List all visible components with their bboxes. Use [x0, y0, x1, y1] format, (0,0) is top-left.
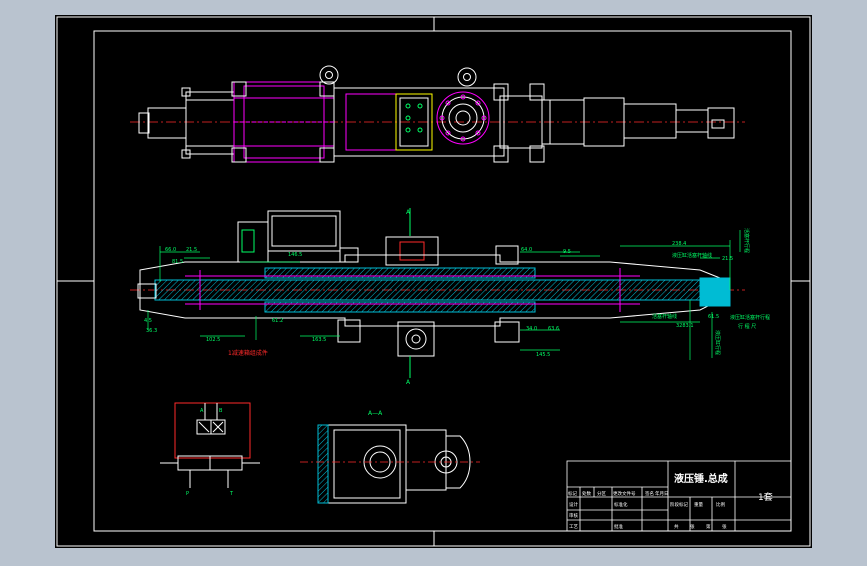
dim-34: 34.0	[526, 326, 537, 332]
section-mark-bottom: A	[406, 379, 411, 386]
section-a-a-view	[300, 424, 480, 504]
dim-64: 64.0	[521, 247, 532, 253]
dim-102-5: 102.5	[206, 337, 220, 343]
tb-header-1: 处数	[582, 490, 591, 497]
drawing-quantity: 1套	[758, 491, 773, 503]
tb-header-3: 更改文件号	[613, 490, 636, 497]
hydraulic-schematic	[160, 402, 260, 488]
dim-61-5: 61.5	[708, 314, 719, 320]
section-mark-top: A	[406, 209, 411, 216]
dim-36-3: 36.3	[146, 328, 157, 334]
top-view-details	[234, 94, 487, 142]
dim-21-5b: 21.5	[722, 256, 733, 262]
tb-sheet-0: 共	[674, 523, 679, 530]
tb-stage: 阶段标记	[670, 501, 688, 508]
tb-sheet-1: 张	[690, 523, 695, 530]
dim-238-4: 238.4	[672, 241, 686, 247]
tb-weight: 重量	[694, 501, 703, 508]
dimension-lines	[147, 230, 741, 360]
red-note: 1减速箱组成件	[228, 349, 268, 357]
title-block	[566, 460, 792, 532]
tb-approve: 批准	[614, 523, 623, 530]
dim-146-5: 146.5	[288, 252, 302, 258]
drawing-title: 液压锤.总成	[674, 472, 728, 485]
top-view-assembly	[130, 65, 745, 163]
dim-61-2: 61.2	[272, 318, 283, 324]
tb-check: 审核	[569, 512, 578, 519]
dim-4-5: 4.5	[144, 318, 152, 324]
tb-standard: 标准化	[614, 501, 628, 508]
dim-9-5: 9.5	[563, 249, 571, 255]
dim-66: 66.0	[165, 247, 176, 253]
tb-sheet-2: 第	[706, 523, 711, 530]
tb-sheet-3: 张	[722, 523, 727, 530]
dimension-texts: 66.0 21.5 81.5 146.5 64.0 9.5 61.2 102.5…	[144, 209, 770, 386]
note-top-right: 液压缸活塞杆轴线	[672, 252, 712, 259]
schematic-label-b: B	[219, 408, 223, 414]
main-section-view	[130, 208, 745, 378]
schematic-label-p: P	[186, 491, 189, 497]
tb-header-2: 分区	[597, 490, 606, 497]
tb-design: 设计	[569, 501, 578, 508]
schematic-label-t: T	[229, 491, 234, 497]
dim-21-5a: 21.5	[186, 247, 197, 253]
note-right-a: 液压缸活塞杆行程	[730, 314, 770, 321]
dim-63-6: 63.6	[548, 326, 559, 332]
note-vertical-a: 活塞杆行程	[743, 228, 750, 253]
schematic-label-a: A	[200, 408, 204, 414]
tb-header-4: 签名	[645, 490, 654, 497]
note-vertical-b: 液压缸行程	[714, 330, 721, 355]
dim-163-5: 163.5	[312, 337, 326, 343]
dim-145-5: 145.5	[536, 352, 550, 358]
tb-scale: 比例	[716, 501, 725, 508]
tb-header-0: 标记	[568, 490, 577, 497]
dim-81-5: 81.5	[172, 259, 183, 265]
dim-3283-1: 3283.1	[676, 323, 694, 329]
tb-header-5: 年月日	[655, 490, 669, 497]
title-block-text: 液压锤.总成 1套 标记 处数 分区 更改文件号 签名 年月日 设计 标准化 审…	[568, 472, 773, 530]
note-mid-right: 活塞杆轴线	[652, 313, 677, 320]
note-right-b: 行 程 尺	[738, 323, 756, 330]
tb-process: 工艺	[569, 524, 578, 530]
section-view-title: A—A	[368, 410, 383, 417]
